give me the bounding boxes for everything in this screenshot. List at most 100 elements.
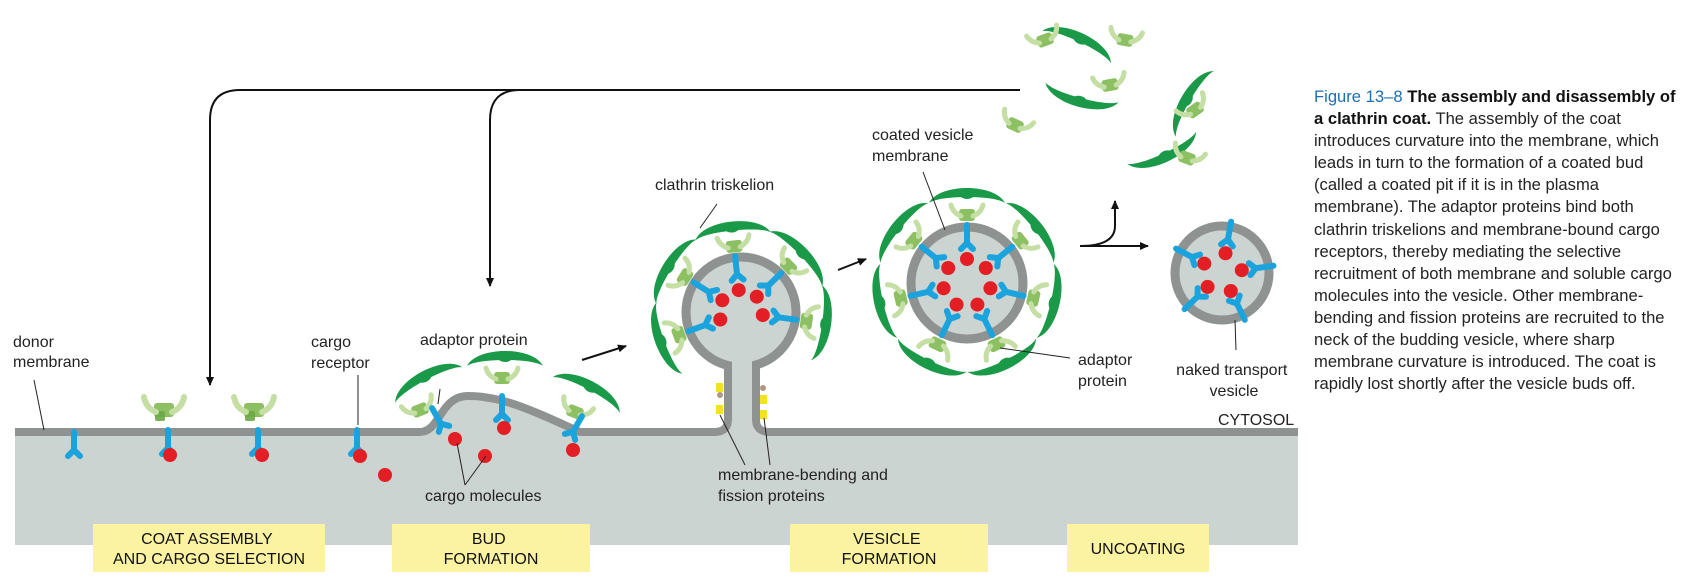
arrow-up-to-free-coat: [1079, 200, 1119, 247]
adaptor-protein: [1093, 72, 1127, 93]
label-coated-vesicle-membrane: coated vesicle membrane: [872, 127, 978, 165]
label-leader: [763, 417, 771, 466]
adaptor-protein: [951, 205, 983, 221]
neck-lumen: [732, 355, 752, 375]
clathrin-triskelion: [929, 188, 1005, 203]
cargo-molecule: [255, 448, 269, 462]
label-leader: [456, 442, 466, 486]
cargo-molecule: [1200, 279, 1215, 294]
cargo-molecule: [353, 449, 367, 463]
label-donor-membrane-line: donor: [13, 334, 55, 351]
stage-box-bud-formation: BUD FORMATION: [392, 524, 590, 572]
cargo-molecule: [478, 449, 492, 463]
stage-boxes: COAT ASSEMBLY AND CARGO SELECTION BUD FO…: [93, 524, 1209, 572]
label-adaptor-protein-line: protein: [1078, 373, 1127, 390]
adaptor-protein: [1027, 25, 1063, 51]
label-cargo-receptor-line: receptor: [311, 355, 370, 372]
label-adaptor-protein: adaptor protein: [420, 332, 528, 349]
label-leader: [922, 171, 946, 231]
stage-box-vesicle-formation: VESICLE FORMATION: [790, 524, 988, 572]
recycle-arrow-outer: [206, 89, 1020, 386]
stage-label-line: FORMATION: [842, 551, 937, 568]
label-donor-membrane: donor membrane: [13, 334, 90, 371]
label-leader: [999, 347, 1071, 359]
cargo-molecule: [1234, 263, 1249, 278]
label-coated-vesicle-membrane-line: membrane: [872, 148, 949, 165]
figure-title: The assembly and disassembly of a clathr…: [1314, 87, 1676, 129]
vesicle-receptors: [1173, 221, 1274, 323]
stage-vesicle-budding: [642, 203, 837, 466]
free-coat-components: [998, 17, 1214, 178]
recycling-arrows: [206, 89, 1149, 386]
label-coated-vesicle-membrane-line: coated vesicle: [872, 127, 973, 144]
label-naked-vesicle-line: naked transport: [1176, 362, 1288, 379]
cargo-molecule: [970, 297, 985, 312]
adaptor-protein: [144, 397, 184, 421]
stage-bud-formation: [33, 351, 627, 486]
stage-box-uncoating: UNCOATING: [1067, 524, 1209, 572]
cargo-molecule: [715, 293, 730, 308]
label-naked-vesicle-line: vesicle: [1210, 383, 1259, 400]
stage-label: COAT ASSEMBLY AND CARGO SELECTION: [113, 531, 305, 568]
label-adaptor-protein-line: adaptor: [1078, 352, 1133, 369]
label-leader: [437, 388, 441, 405]
adaptor-protein: [486, 368, 518, 384]
label-cytosol: CYTOSOL: [1218, 412, 1294, 429]
clathrin-coat: [865, 188, 1069, 386]
label-donor-membrane-line: membrane: [13, 354, 90, 371]
cargo-molecule: [941, 261, 956, 275]
stage-label: UNCOATING: [1091, 541, 1186, 558]
stage-coat-assembly: [68, 397, 392, 482]
budding-coat: [642, 217, 837, 379]
naked-vesicle-membrane: [1170, 221, 1274, 325]
label-cargo-molecules: cargo molecules: [425, 488, 542, 505]
coated-vesicle: [865, 171, 1071, 386]
clathrin-triskelion: [467, 351, 543, 366]
label-clathrin-triskelion: clathrin triskelion: [655, 177, 774, 194]
label-leader: [33, 379, 45, 431]
adaptor-protein: [717, 235, 750, 254]
labels: donor membrane cargo receptor adaptor pr…: [13, 127, 1294, 505]
cargo-molecule: [949, 297, 964, 312]
cargo-molecule: [713, 312, 728, 327]
fission-protein: [716, 405, 723, 414]
adaptor-protein: [558, 397, 594, 424]
fission-protein: [760, 385, 766, 391]
figure-number: Figure 13–8: [1314, 87, 1403, 106]
label-membrane-bending-line: fission proteins: [718, 488, 825, 505]
adaptor-protein: [1108, 27, 1142, 48]
fission-protein: [760, 410, 767, 419]
cargo-molecule: [448, 432, 462, 446]
label-cargo-receptor: cargo receptor: [311, 334, 370, 372]
adaptor-protein: [798, 305, 818, 339]
naked-transport-vesicle: [1170, 221, 1274, 351]
label-leader: [719, 414, 746, 466]
stage-label-line: AND CARGO SELECTION: [113, 551, 305, 568]
cargo-molecule: [755, 308, 770, 323]
fission-protein: [716, 383, 723, 392]
arrow-bud-to-vesicle: [581, 344, 627, 361]
cargo-molecule: [731, 283, 746, 298]
clathrin-triskelion: [865, 263, 898, 342]
label-leader: [464, 455, 487, 486]
clathrin-triskelion: [1036, 263, 1069, 342]
cargo-molecule: [1218, 246, 1233, 261]
recycle-arrow-inner: [486, 89, 521, 287]
cargo-molecule: [978, 261, 993, 275]
clathrin-triskelion: [388, 353, 463, 403]
clathrin-triskelion: [1162, 63, 1214, 137]
stage-label: BUD FORMATION: [444, 531, 539, 568]
label-adaptor-protein-vesicle: adaptor protein: [1078, 352, 1137, 390]
adaptor-protein: [998, 109, 1034, 137]
label-membrane-bending-proteins: membrane-bending and fission proteins: [718, 467, 892, 505]
cargo-molecule: [378, 468, 392, 482]
label-cargo-receptor-line: cargo: [311, 334, 351, 351]
cargo-molecule: [163, 448, 177, 462]
cargo-molecule: [1197, 256, 1212, 271]
cargo-molecule: [936, 281, 951, 296]
fission-protein: [717, 392, 723, 398]
stage-box-coat-assembly: COAT ASSEMBLY AND CARGO SELECTION: [93, 524, 325, 572]
cargo-molecule: [749, 289, 764, 304]
stage-label-line: FORMATION: [444, 551, 539, 568]
